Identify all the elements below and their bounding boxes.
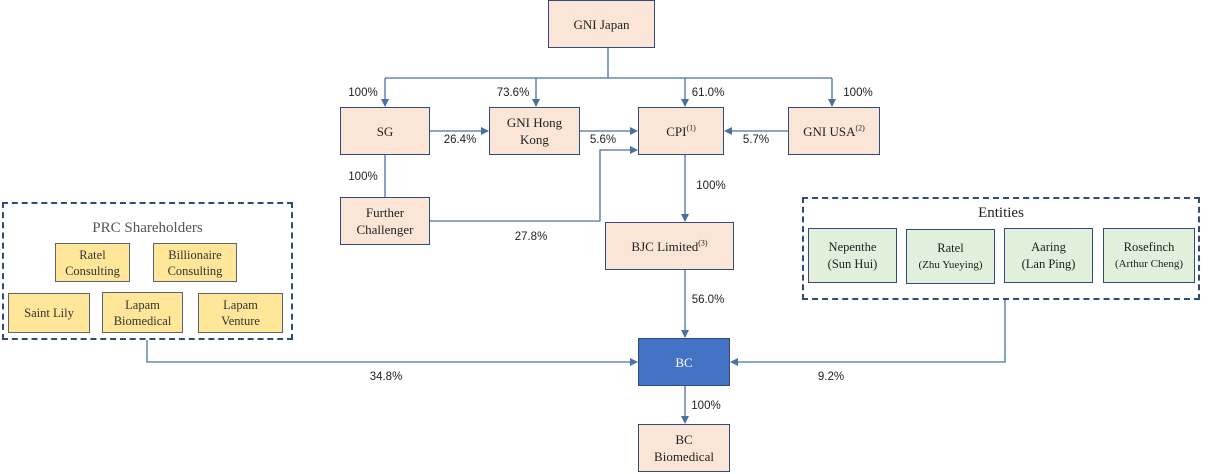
node-label: BJC Limited bbox=[631, 238, 699, 254]
node-gni-japan: GNI Japan bbox=[548, 0, 655, 48]
footnote-marker: (1) bbox=[686, 123, 696, 133]
node-label: BC bbox=[675, 354, 693, 370]
label-line2: Biomedical bbox=[113, 313, 172, 328]
label-line2: (Arthur Cheng) bbox=[1114, 257, 1184, 270]
node-label: SG bbox=[376, 123, 394, 139]
node-label-line2: Biomedical bbox=[654, 449, 714, 464]
entity: Nepenthe (Sun Hui) bbox=[808, 228, 897, 283]
arrow-entities-bc bbox=[730, 300, 1006, 366]
node-label-line1: GNI Hong bbox=[506, 115, 563, 130]
pct-cpi-bjc: 100% bbox=[696, 180, 726, 192]
label-line1: Saint Lily bbox=[24, 306, 74, 320]
pct-japan-sg: 100% bbox=[348, 87, 378, 99]
prc-shareholder: Saint Lily bbox=[8, 293, 90, 333]
footnote-marker: (2) bbox=[855, 123, 865, 133]
label-line1: Ratel bbox=[79, 247, 106, 262]
node-label: CPI bbox=[666, 123, 687, 139]
pct-entities-bc: 9.2% bbox=[817, 371, 845, 383]
node-label: GNI USA bbox=[803, 123, 856, 139]
arrow-further-cpi bbox=[430, 146, 638, 222]
pct-further-cpi: 27.8% bbox=[514, 231, 548, 243]
pct-bc-bcbio: 100% bbox=[691, 400, 721, 412]
label-line1: Lapam bbox=[125, 297, 160, 312]
entity: Rosefinch (Arthur Cheng) bbox=[1103, 228, 1195, 283]
pct-japan-usa: 100% bbox=[843, 87, 873, 99]
node-label-line2: Kong bbox=[520, 132, 549, 147]
label-line1: Lapam bbox=[223, 298, 258, 312]
pct-japan-cpi: 61.0% bbox=[691, 87, 725, 99]
node-label-line1: Further bbox=[365, 205, 405, 220]
label-line1: Rosefinch bbox=[1123, 239, 1175, 254]
entity: Aaring (Lan Ping) bbox=[1004, 228, 1093, 283]
group-title: PRC Shareholders bbox=[92, 220, 203, 236]
pct-prc-bc: 34.8% bbox=[369, 371, 403, 383]
node-bjc-limited: BJC Limited(3) bbox=[605, 222, 734, 270]
footnote-marker: (3) bbox=[698, 238, 708, 248]
group-entities: Entities bbox=[802, 197, 1200, 300]
group-prc-shareholders: PRC Shareholders bbox=[2, 202, 293, 340]
label-line2: (Zhu Yueying) bbox=[918, 258, 983, 271]
node-label-line2: Challenger bbox=[356, 222, 414, 237]
pct-usa-cpi: 5.7% bbox=[742, 134, 770, 146]
node-cpi: CPI(1) bbox=[638, 107, 724, 155]
entity: Ratel (Zhu Yueying) bbox=[906, 229, 995, 284]
pct-bjc-bc: 56.0% bbox=[691, 294, 725, 306]
node-label-line1: BC bbox=[675, 432, 693, 447]
label-line2: Venture bbox=[221, 314, 260, 328]
label-line2: (Lan Ping) bbox=[1021, 256, 1076, 271]
node-bc-biomedical: BC Biomedical bbox=[638, 424, 730, 472]
group-title: Entities bbox=[978, 205, 1024, 221]
node-sg: SG bbox=[340, 107, 430, 155]
node-label: GNI Japan bbox=[573, 16, 630, 32]
node-bc: BC bbox=[638, 338, 730, 386]
label-line1: Ratel bbox=[937, 240, 964, 255]
pct-japan-hk: 73.6% bbox=[496, 87, 530, 99]
pct-sg-further: 100% bbox=[348, 171, 378, 183]
line-japan-trunk bbox=[385, 48, 832, 79]
label-line2: (Sun Hui) bbox=[827, 256, 878, 271]
node-gni-usa: GNI USA(2) bbox=[788, 107, 880, 155]
arrow-prc-bc bbox=[146, 340, 638, 366]
pct-sg-hk: 26.4% bbox=[443, 134, 477, 146]
label-line1: Billionaire bbox=[168, 247, 222, 262]
label-line1: Nepenthe bbox=[828, 239, 877, 254]
label-line1: Aaring bbox=[1031, 239, 1066, 254]
pct-hk-cpi: 5.6% bbox=[589, 134, 617, 146]
label-line2: Consulting bbox=[65, 263, 120, 278]
label-line2: Consulting bbox=[167, 263, 223, 278]
